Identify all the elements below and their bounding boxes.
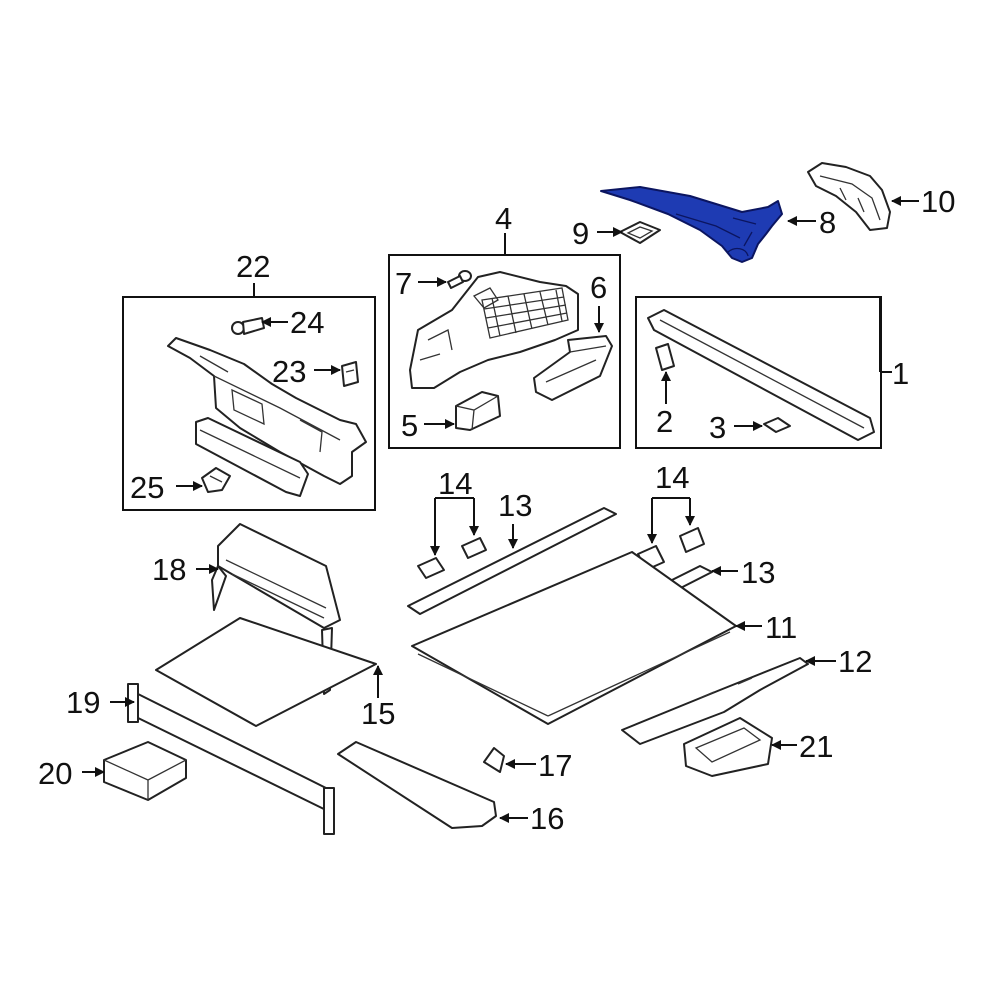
part-9-shape [619, 221, 661, 244]
callout-labels: 1 2 3 4 5 6 7 8 9 10 11 12 13 13 14 14 1… [38, 184, 955, 836]
part-22-strip-shape [195, 417, 309, 497]
part-7-shank [447, 275, 464, 289]
callout-17: 17 [538, 748, 572, 783]
leader-lines [82, 196, 919, 823]
callout-4: 4 [495, 201, 512, 236]
part-12-floor-strip[interactable] [621, 657, 809, 745]
part-14-clip-left-a[interactable] [417, 557, 445, 579]
part-2-clip[interactable] [655, 343, 675, 371]
part-5-detail [455, 395, 499, 431]
part-21-detail [694, 727, 762, 763]
part-11-detail [417, 631, 731, 717]
part-1-floor-crossmember-trim[interactable] [647, 309, 875, 441]
callout-19: 19 [66, 685, 100, 720]
part-16-shape [337, 741, 497, 829]
part-14-lb-shape [461, 537, 487, 559]
part-8-quarter-trim-panel[interactable] [600, 186, 783, 263]
callout-20: 20 [38, 756, 72, 791]
part-22-lower-strip[interactable] [195, 417, 309, 497]
part-23-detail [345, 369, 355, 373]
part-20-shape [103, 741, 187, 801]
part-7-screw[interactable] [447, 270, 472, 289]
part-1-shape [647, 309, 875, 441]
part-14-la-shape [417, 557, 445, 579]
callout-9: 9 [572, 216, 589, 251]
part-20-detail [103, 759, 187, 800]
part-20-box[interactable] [103, 741, 187, 801]
part-12-detail [699, 677, 753, 699]
part-9-detail [626, 226, 654, 239]
callout-2: 2 [656, 404, 673, 439]
callout-1: 1 [892, 356, 909, 391]
callout-24: 24 [290, 305, 324, 340]
part-8-detail [675, 213, 757, 257]
part-15-floor-mat[interactable] [155, 617, 377, 727]
part-10-bracket[interactable] [807, 162, 891, 231]
part-16-plate[interactable] [337, 741, 497, 829]
part-19-cargo-cover[interactable] [127, 683, 335, 835]
part-22-detail [199, 355, 341, 453]
part-13-upper-shape [407, 507, 617, 615]
callout-21: 21 [799, 729, 833, 764]
part-15-shape [155, 617, 377, 727]
part-1-detail [659, 319, 865, 429]
part-5-cover[interactable] [455, 391, 501, 431]
part-21-storage-tray[interactable] [683, 717, 773, 777]
part-6-detail [545, 345, 607, 383]
part-22-strip-detail [199, 429, 301, 479]
callout-10: 10 [921, 184, 955, 219]
callout-25: 25 [130, 470, 164, 505]
part-8-shape [600, 186, 783, 263]
part-24-screw[interactable] [231, 317, 265, 335]
part-4-detail [419, 287, 499, 361]
callout-23: 23 [272, 354, 306, 389]
part-4-net [481, 287, 569, 339]
part-23-shape [341, 361, 359, 387]
part-12-shape [621, 657, 809, 745]
part-4-side-trim-with-net[interactable] [409, 271, 579, 389]
part-24-shank [242, 317, 265, 335]
part-22-rear-panel-trim[interactable] [167, 337, 367, 485]
callout-12: 12 [838, 644, 872, 679]
part-10-detail [819, 175, 881, 221]
callout-7: 7 [395, 266, 412, 301]
group-box-22 [122, 296, 376, 511]
part-10-shape [807, 162, 891, 231]
callout-8: 8 [819, 205, 836, 240]
part-18-detail [225, 559, 327, 619]
part-14-clip-left-b[interactable] [461, 537, 487, 559]
callout-13-lower: 13 [741, 555, 775, 590]
callout-18: 18 [152, 552, 186, 587]
part-14-rb-shape [679, 527, 705, 553]
part-17-shape [483, 747, 505, 773]
callout-11: 11 [765, 610, 797, 645]
part-25-shape [201, 467, 231, 493]
part-25-detail [209, 475, 223, 483]
callout-22: 22 [236, 249, 270, 284]
callout-15: 15 [361, 696, 395, 731]
part-3-pad[interactable] [763, 417, 791, 433]
part-2-shape [655, 343, 675, 371]
part-22-shape [167, 337, 367, 485]
part-6-shape [533, 335, 613, 401]
callout-6: 6 [590, 270, 607, 305]
callout-13-upper: 13 [498, 488, 532, 523]
part-3-shape [763, 417, 791, 433]
callout-5: 5 [401, 408, 418, 443]
part-13-rail-upper[interactable] [407, 507, 617, 615]
part-25-clip[interactable] [201, 467, 231, 493]
part-23-clip[interactable] [341, 361, 359, 387]
callout-16: 16 [530, 801, 564, 836]
part-5-shape [455, 391, 501, 431]
part-9-clip[interactable] [619, 221, 661, 244]
part-6-storage-cover[interactable] [533, 335, 613, 401]
part-19-endcaps [127, 683, 335, 835]
part-14-clip-right-b[interactable] [679, 527, 705, 553]
callout-14-left: 14 [438, 466, 472, 501]
callout-14-right: 14 [655, 460, 689, 495]
part-17-clip[interactable] [483, 747, 505, 773]
callout-3: 3 [709, 410, 726, 445]
